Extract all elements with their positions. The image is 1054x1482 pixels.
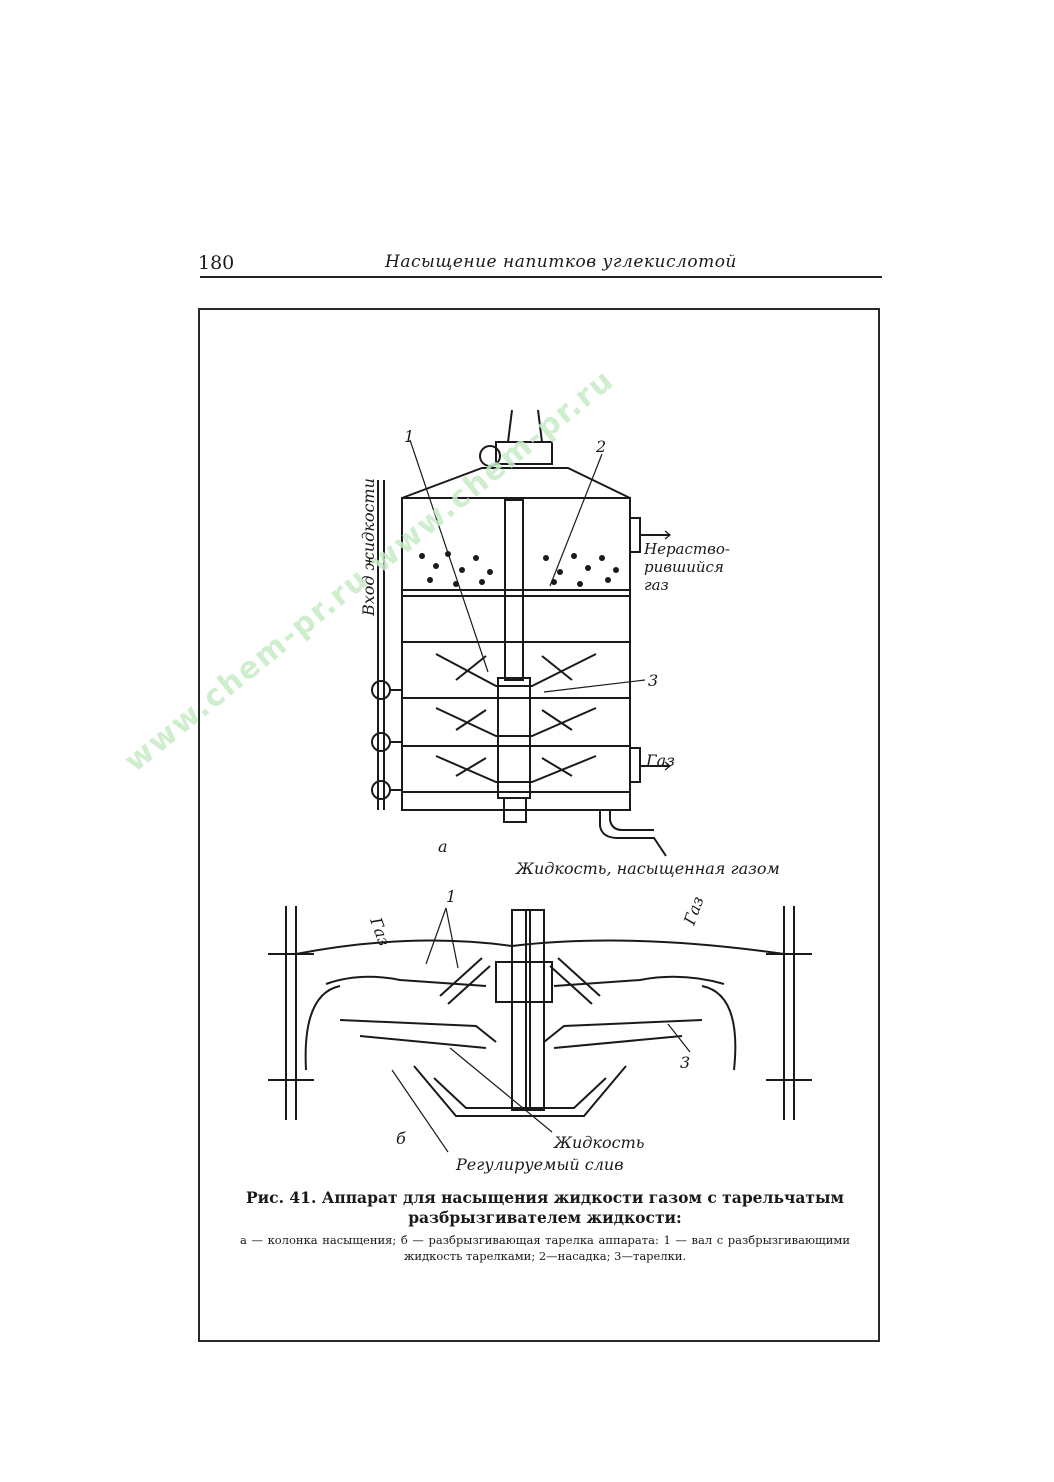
undissolved-gas-label-3: газ — [644, 576, 669, 594]
callout-3-b: 3 — [680, 1053, 690, 1072]
running-header: Насыщение напитков углекислотой — [385, 252, 737, 272]
shaft-foot — [503, 797, 527, 823]
vent-pipe — [507, 409, 543, 443]
apparatus-drawing: 1 2 3 Вход жидкости Нераство- рившийся г… — [268, 409, 812, 1174]
column-body — [401, 497, 631, 811]
panel-b-letter: б — [396, 1129, 406, 1148]
caption-title: Рис. 41. Аппарат для насыщения жидкости … — [246, 1188, 844, 1227]
figure-caption: Рис. 41. Аппарат для насыщения жидкости … — [240, 1188, 850, 1264]
figure-41: 1 2 3 Вход жидкости Нераство- рившийся г… — [250, 380, 830, 1180]
undissolved-gas-label-1: Нераство- — [643, 540, 730, 558]
liquid-label: Жидкость — [553, 1133, 644, 1152]
page-number: 180 — [198, 252, 235, 274]
vent-flange — [495, 441, 553, 465]
gas-label-b-right: Газ — [680, 894, 708, 929]
shaft-lower — [497, 677, 531, 799]
regulated-drain-label: Регулируемый слив — [455, 1155, 624, 1174]
callout-2-a: 2 — [595, 437, 606, 456]
packing — [419, 551, 619, 587]
header-rule — [200, 276, 882, 278]
panel-a-letter: а — [438, 837, 448, 856]
undissolved-gas-label-2: рившийся — [644, 558, 724, 576]
callout-1-b: 1 — [446, 887, 456, 906]
vent-ring — [479, 445, 501, 467]
callout-3-a: 3 — [648, 671, 658, 690]
saturated-liquid-label: Жидкость, насыщенная газом — [515, 859, 780, 878]
liquid-inlet-label: Вход жидкости — [359, 478, 378, 617]
figure-frame — [198, 308, 880, 1342]
caption-legend: а — колонка насыщения; б — разбрызгивающ… — [240, 1233, 850, 1263]
column-lid — [401, 467, 631, 499]
shaft — [504, 499, 524, 681]
callout-1-a: 1 — [404, 427, 414, 446]
gas-label-a: Газ — [645, 751, 675, 770]
